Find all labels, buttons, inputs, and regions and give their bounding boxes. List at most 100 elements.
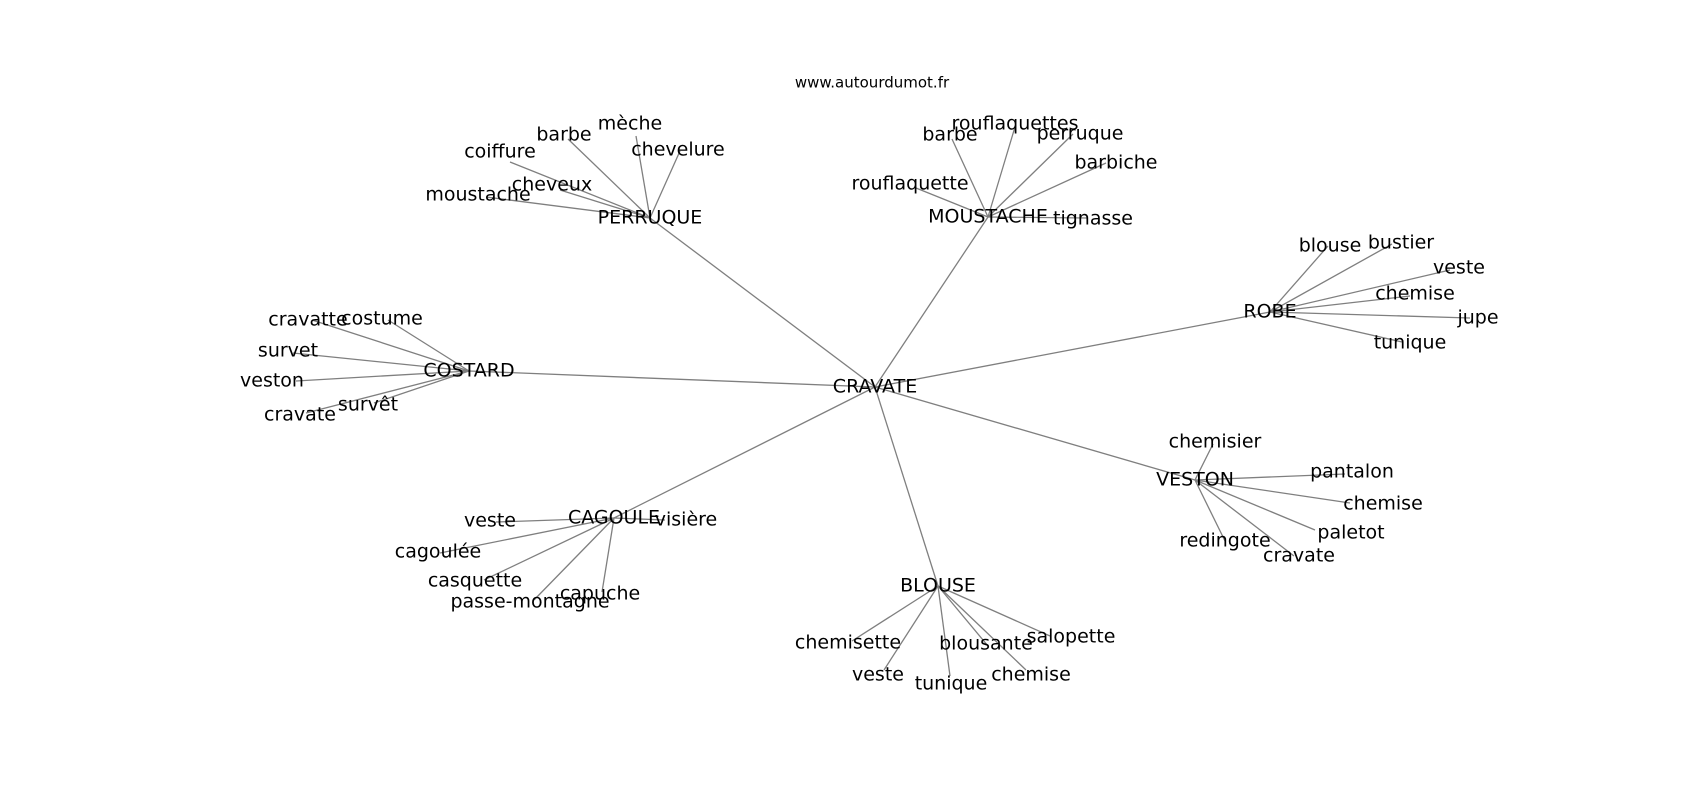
edge-moustache-word [987, 133, 1074, 218]
edge-perruque-word [485, 196, 651, 219]
leaf-node-costard: costume [341, 308, 423, 330]
leaf-node-cagoule: casquette [428, 570, 522, 592]
edge-root-blouse [874, 386, 939, 587]
edge-root-perruque [649, 217, 876, 388]
edge-costard-word [311, 319, 470, 372]
edge-perruque-word [635, 135, 651, 219]
leaf-node-cagoule: capuche [560, 583, 640, 605]
edge-moustache-word [987, 162, 1107, 218]
leaf-node-blouse: salopette [1027, 626, 1116, 648]
leaf-node-perruque: moustache [425, 184, 530, 206]
edge-veston-word [1194, 443, 1214, 481]
leaf-node-costard: survêt [338, 394, 398, 416]
edge-robe-word [1269, 245, 1329, 313]
edge-root-moustache [874, 216, 989, 388]
hub-node-costard: COSTARD [423, 360, 514, 382]
edge-cagoule-word [601, 517, 615, 593]
leaf-node-cagoule: cagoulée [395, 541, 481, 563]
edge-moustache-word [951, 138, 989, 218]
edge-robe-word [1269, 269, 1451, 313]
edge-cagoule-word [495, 517, 615, 523]
edge-moustache-word [987, 126, 1016, 218]
edge-blouse-word [851, 585, 939, 642]
edge-robe-word [1269, 243, 1393, 313]
leaf-node-moustache: rouflaquette [851, 173, 968, 195]
leaf-node-perruque: cheveux [512, 174, 592, 196]
edge-root-veston [874, 386, 1196, 481]
leaf-node-cagoule: visière [655, 509, 717, 531]
leaf-node-robe: blouse [1299, 235, 1362, 257]
hub-node-perruque: PERRUQUE [598, 207, 703, 229]
leaf-node-blouse: chemisette [795, 632, 901, 654]
leaf-node-robe: veste [1433, 257, 1485, 279]
edge-veston-word [1194, 473, 1346, 481]
leaf-node-blouse: tunique [915, 673, 988, 695]
leaf-node-blouse: veste [852, 664, 904, 686]
edge-robe-word [1269, 311, 1403, 343]
edge-robe-word [1269, 311, 1471, 319]
edge-robe-word [1269, 295, 1411, 313]
edge-root-cagoule [613, 386, 876, 519]
hub-node-cagoule: CAGOULE [568, 507, 660, 529]
edge-perruque-word [649, 150, 681, 219]
edge-cagoule-word [439, 517, 615, 554]
leaf-node-costard: cravate [264, 404, 336, 426]
edge-costard-word [305, 370, 470, 414]
edge-root-costard [468, 370, 876, 388]
edge-veston-word [1194, 479, 1295, 557]
leaf-node-perruque: chevelure [631, 139, 725, 161]
leaf-node-robe: tunique [1374, 332, 1447, 354]
edge-costard-word [387, 319, 470, 372]
hub-node-veston: VESTON [1156, 469, 1234, 491]
edge-moustache-word [987, 216, 1088, 219]
leaf-node-robe: bustier [1368, 232, 1434, 254]
leaf-node-moustache: perruque [1037, 123, 1124, 145]
edge-moustache-word [915, 187, 989, 218]
edge-costard-word [373, 370, 470, 404]
edge-blouse-word [883, 585, 939, 671]
edge-cagoule-word [613, 517, 666, 521]
graph-edges [292, 126, 1471, 677]
edge-costard-word [292, 352, 470, 372]
leaf-node-veston: pantalon [1310, 461, 1394, 483]
leaf-node-moustache: barbiche [1074, 152, 1157, 174]
graph-labels: www.autourdumot.fr CRAVATE PERRUQUE mèche… [240, 74, 1499, 695]
edge-cagoule-word [533, 517, 615, 601]
edge-perruque-word [509, 161, 651, 219]
leaf-node-moustache: rouflaquettes [952, 113, 1079, 135]
leaf-node-veston: redingote [1179, 530, 1270, 552]
edge-perruque-word [567, 138, 651, 219]
leaf-node-costard: survet [258, 340, 318, 362]
hub-node-moustache: MOUSTACHE [928, 206, 1048, 228]
leaf-node-robe: chemise [1375, 283, 1455, 305]
root-node-label: CRAVATE [833, 376, 917, 398]
leaf-node-robe: jupe [1456, 307, 1498, 329]
edge-blouse-word [937, 585, 1051, 637]
leaf-node-perruque: coiffure [464, 141, 536, 163]
edge-root-robe [874, 311, 1271, 388]
leaf-node-cagoule: veste [464, 510, 516, 532]
edge-cagoule-word [483, 517, 615, 581]
leaf-node-costard: cravatte [268, 309, 347, 331]
leaf-node-perruque: barbe [536, 124, 591, 146]
edge-costard-word [295, 370, 470, 382]
leaf-node-veston: paletot [1317, 522, 1384, 544]
leaf-node-moustache: tignasse [1053, 208, 1133, 230]
edge-veston-word [1194, 479, 1316, 531]
leaf-node-veston: cravate [1263, 545, 1335, 567]
leaf-node-blouse: chemise [991, 664, 1071, 686]
leaf-node-costard: veston [240, 370, 304, 392]
edge-blouse-word [937, 585, 1027, 671]
leaf-node-perruque: mèche [598, 113, 662, 135]
leaf-node-veston: chemise [1343, 493, 1423, 515]
leaf-node-cagoule: passe-montagne [450, 591, 609, 613]
leaf-node-veston: chemisier [1169, 431, 1262, 453]
edge-veston-word [1194, 479, 1351, 504]
hub-node-robe: ROBE [1243, 301, 1296, 323]
source-watermark: www.autourdumot.fr [795, 74, 950, 92]
hub-node-blouse: BLOUSE [900, 575, 976, 597]
edge-blouse-word [937, 585, 989, 647]
leaf-node-moustache: barbe [922, 124, 977, 146]
edge-veston-word [1194, 479, 1226, 542]
